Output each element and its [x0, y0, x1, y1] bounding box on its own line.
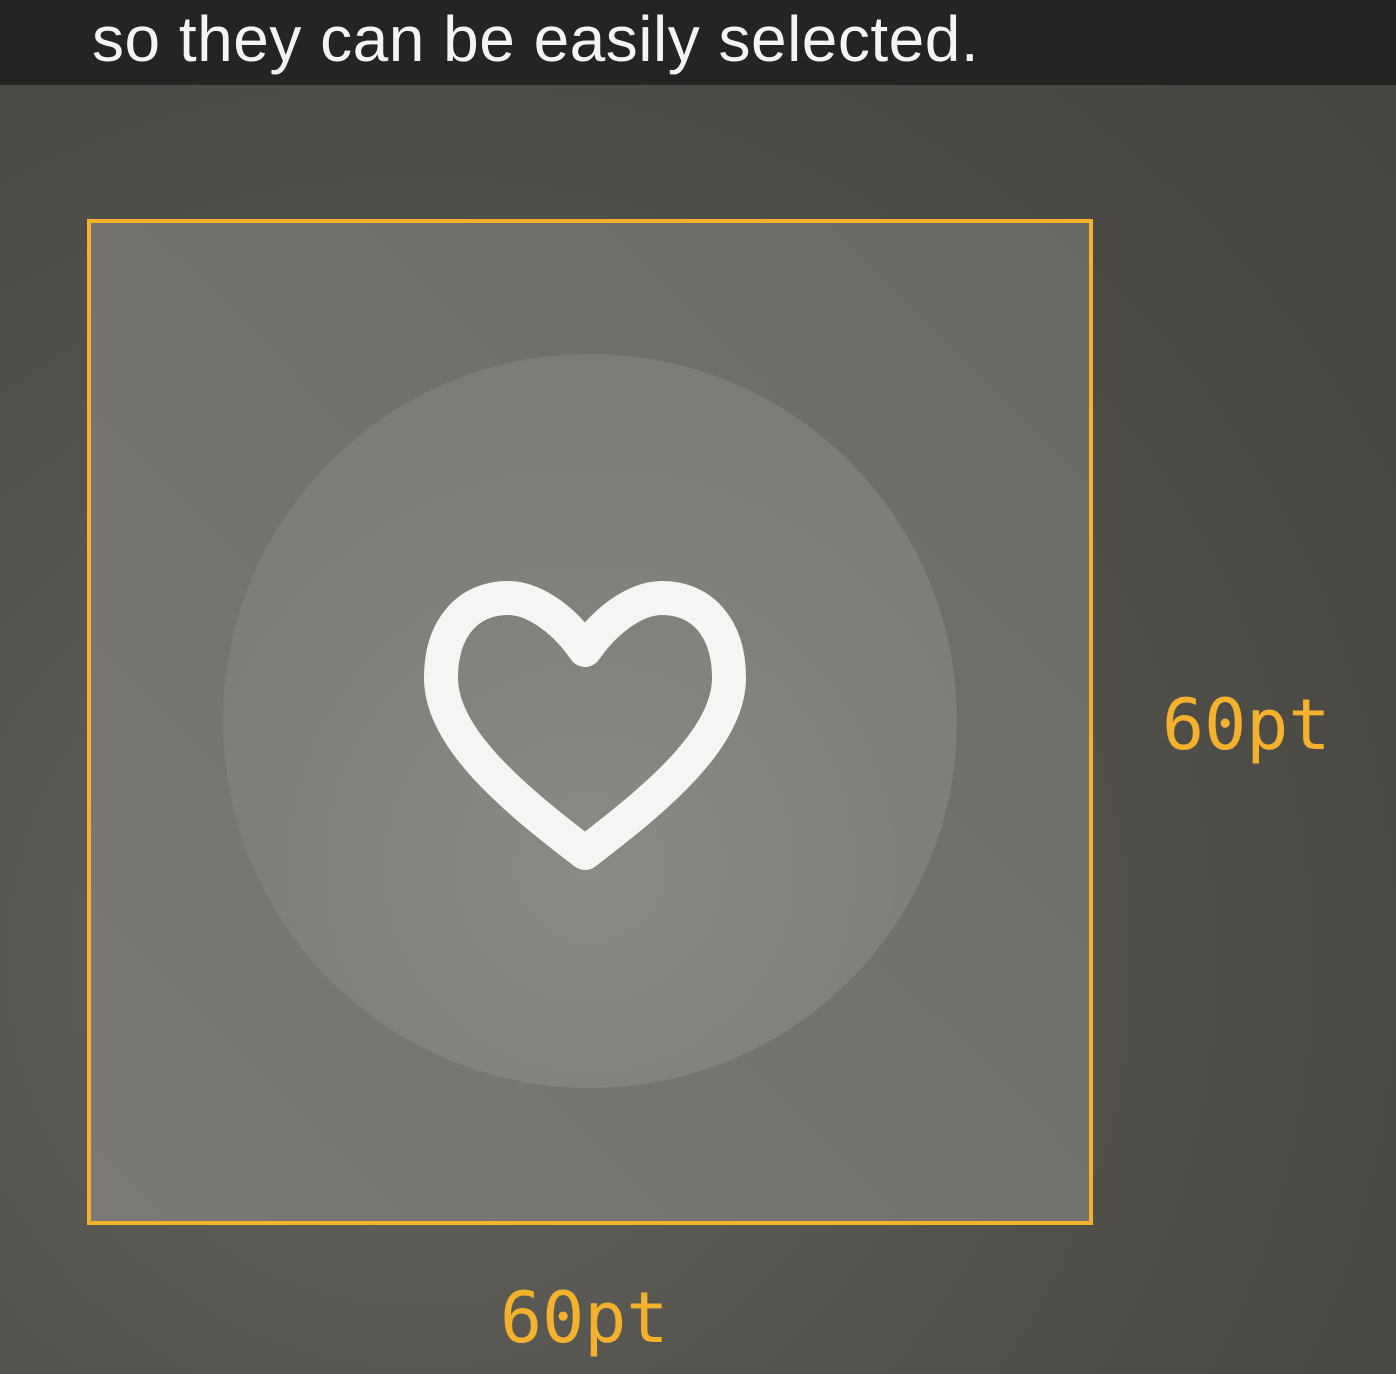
- hit-area-circle: [223, 354, 957, 1088]
- caption-bar: so they can be easily selected.: [0, 0, 1396, 85]
- height-dimension-label: 60pt: [1162, 684, 1331, 766]
- heart-outline-icon: [424, 581, 746, 870]
- caption-text: so they can be easily selected.: [92, 3, 980, 75]
- touch-target-box: [87, 219, 1093, 1225]
- width-dimension-label: 60pt: [500, 1277, 669, 1359]
